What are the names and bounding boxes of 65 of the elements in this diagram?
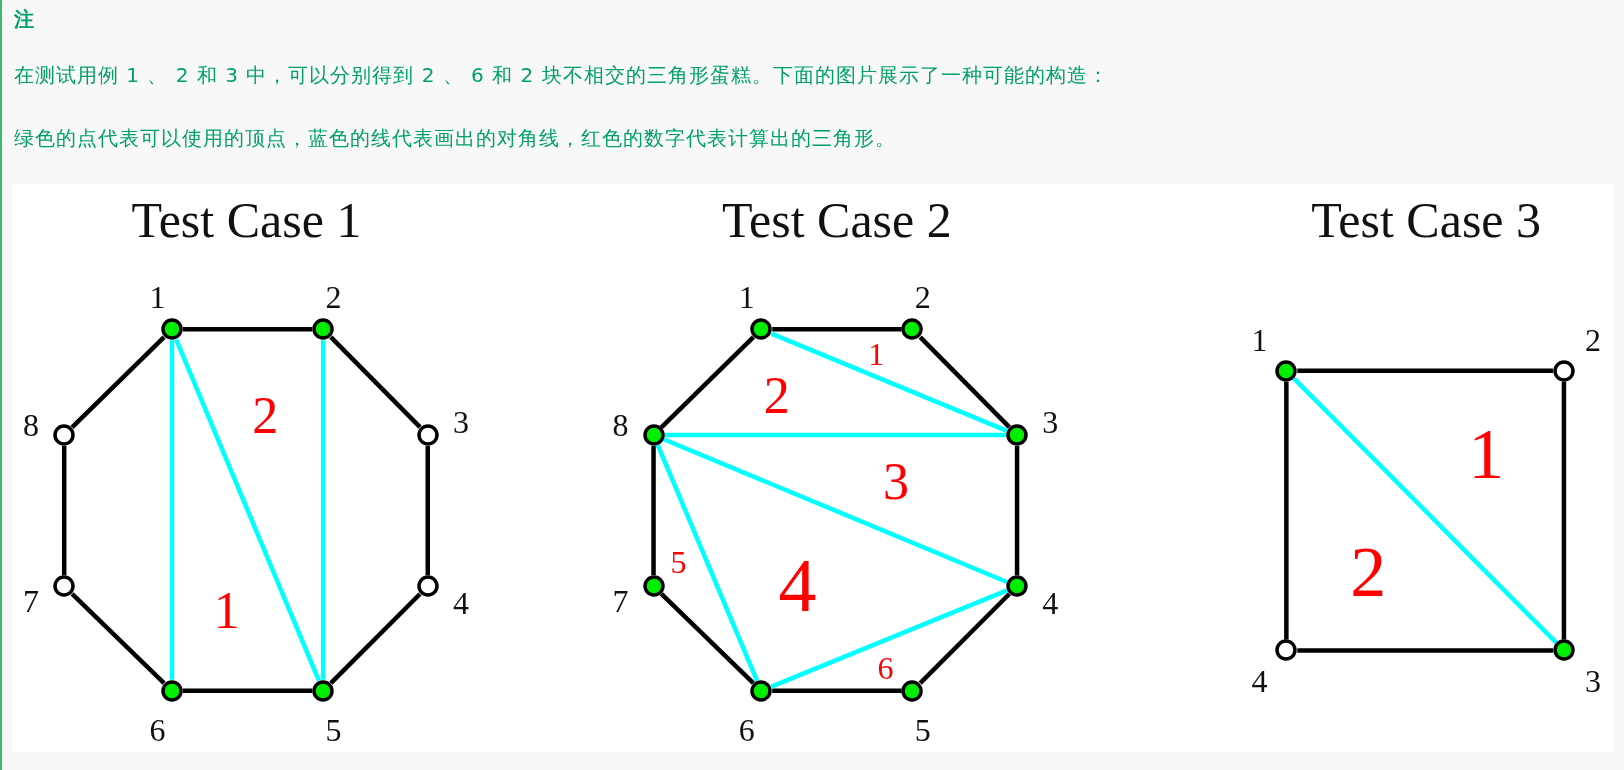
vertex-number: 2 — [325, 281, 342, 314]
triangle-number: 5 — [670, 546, 687, 579]
polygon-side — [918, 592, 1011, 685]
note-text: 绿色的点代表可以使用的顶点，蓝色的线代表画出的对角线，红色的数字代表计算出的三角形。 — [14, 124, 896, 152]
polygon-side — [1284, 381, 1289, 640]
triangle-number: 2 — [252, 390, 279, 443]
vertex-number: 7 — [23, 584, 40, 617]
triangle-number: 3 — [882, 455, 909, 508]
note-heading: 注 — [14, 6, 35, 33]
diagonal-line — [174, 338, 321, 682]
polygon-side — [61, 446, 67, 576]
vertex-number: 7 — [612, 584, 629, 617]
vertex-number: 3 — [1584, 665, 1601, 698]
polygon-side — [918, 335, 1011, 429]
polygon-side — [1297, 368, 1553, 374]
diagonal-line — [770, 588, 1008, 689]
polygon-side — [659, 592, 755, 685]
polygon-side — [70, 335, 166, 429]
vertex-number: 8 — [23, 408, 40, 441]
triangle-number: 6 — [877, 652, 894, 685]
diagonal-line — [655, 444, 760, 682]
polygon-side — [1297, 648, 1553, 653]
vertex-number: 4 — [1251, 665, 1268, 698]
polygon-side — [651, 446, 656, 576]
polygon-side — [329, 335, 422, 429]
triangle-number: 1 — [1468, 417, 1505, 490]
vertex-number: 3 — [1042, 405, 1059, 438]
vertex-number: 2 — [914, 281, 931, 314]
note-text: 在测试用例 1 、 2 和 3 中，可以分别得到 2 、 6 和 2 块不相交的三角形蛋糕。下面的图片展示了一种可能的构造： — [14, 61, 1109, 89]
case-title: Test Case 3 — [1311, 194, 1542, 245]
diagonal-line — [1292, 377, 1558, 645]
vertex-number: 5 — [914, 714, 931, 747]
polygon-side — [1014, 446, 1020, 576]
diagonal-line — [770, 331, 1008, 433]
triangle-number: 2 — [763, 369, 790, 422]
polygon-side — [182, 688, 313, 694]
vertex-number: 5 — [325, 714, 342, 747]
vertex-number: 6 — [738, 714, 755, 747]
vertex-number: 4 — [452, 586, 469, 619]
case-title: Test Case 1 — [131, 194, 362, 245]
triangle-number: 4 — [778, 547, 817, 624]
polygon-side — [772, 688, 902, 694]
vertex-number: 4 — [1042, 586, 1059, 619]
polygon-side — [425, 446, 430, 576]
diagonal-line — [320, 340, 326, 680]
diagonal-line — [662, 437, 1008, 585]
triangle-number: 1 — [868, 338, 885, 371]
triangle-number: 1 — [213, 585, 240, 638]
vertex-number: 3 — [452, 405, 469, 438]
vertex-number: 2 — [1584, 323, 1601, 356]
polygon-side — [659, 335, 755, 429]
diagonal-line — [664, 432, 1007, 438]
vertex-number: 1 — [738, 281, 755, 314]
vertex-number: 8 — [612, 408, 629, 441]
polygon-side — [772, 327, 902, 332]
case-title: Test Case 2 — [721, 194, 952, 245]
polygon-side — [70, 592, 166, 685]
vertex-number: 1 — [1251, 323, 1268, 356]
triangle-number: 2 — [1350, 535, 1387, 608]
polygon-side — [1561, 381, 1567, 640]
vertex-number: 6 — [149, 714, 166, 747]
polygon-side — [329, 592, 422, 685]
diagonal-line — [169, 340, 175, 680]
vertex-number: 1 — [149, 281, 166, 314]
polygon-side — [182, 327, 313, 332]
